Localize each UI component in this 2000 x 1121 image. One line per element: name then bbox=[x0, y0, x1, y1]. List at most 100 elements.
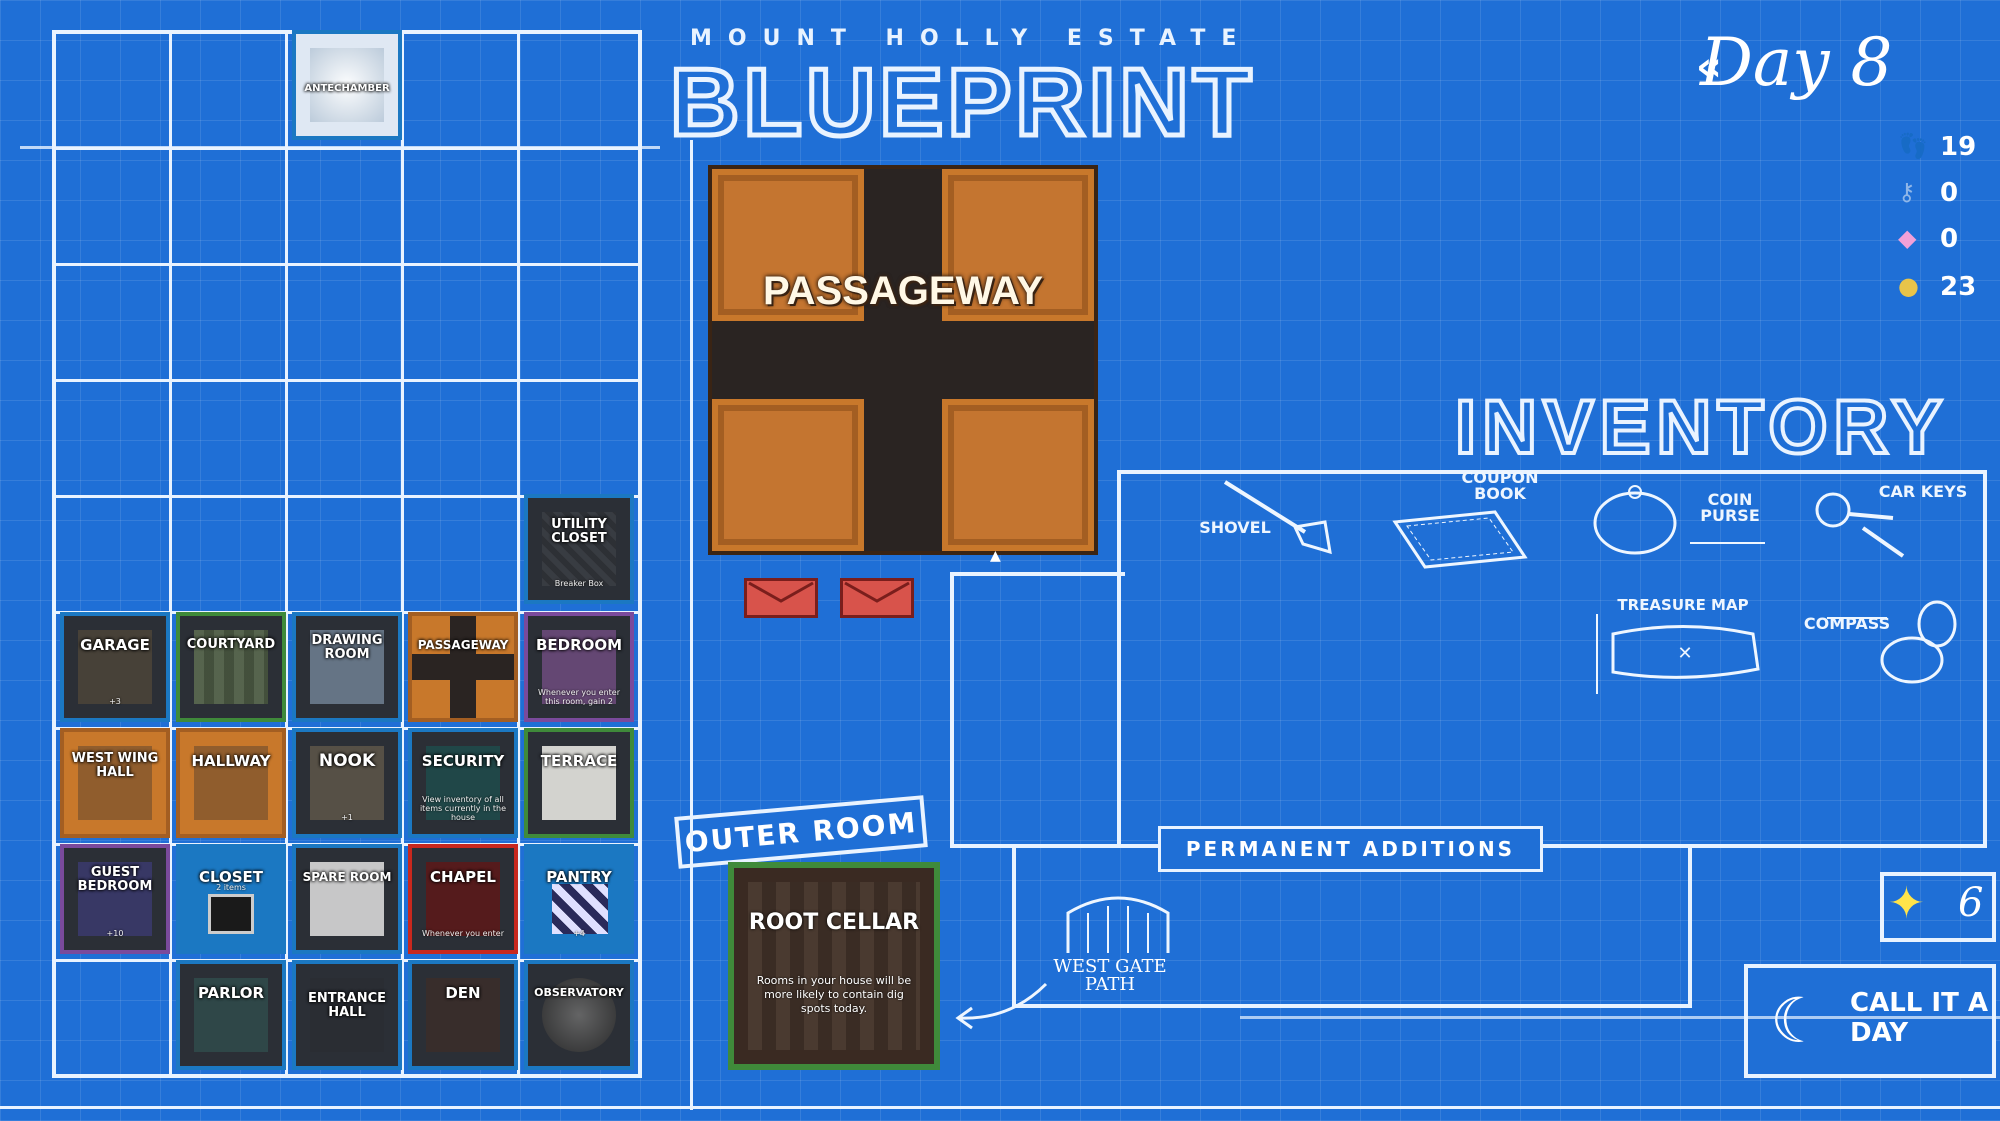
guide-line bbox=[1240, 1016, 2000, 1019]
footprints-icon: 👣 bbox=[1898, 132, 1928, 160]
envelope-icon[interactable] bbox=[744, 578, 818, 618]
room-entrance-hall[interactable]: ENTRANCE HALL bbox=[292, 960, 402, 1070]
room-passageway[interactable]: PASSAGEWAY bbox=[408, 612, 518, 722]
room-label: UTILITY CLOSET bbox=[551, 517, 607, 546]
moon-icon: ☾ bbox=[1770, 984, 1826, 1057]
room-courtyard[interactable]: COURTYARD bbox=[176, 612, 286, 722]
room-label: CLOSET bbox=[198, 868, 264, 886]
room-label: CHAPEL bbox=[430, 868, 496, 886]
selected-room-preview: PASSAGEWAY bbox=[708, 165, 1098, 555]
item-label: COIN PURSE bbox=[1700, 490, 1760, 525]
day-label: Day 8 bbox=[1700, 24, 1893, 101]
blueprint-title: BLUEPRINT bbox=[667, 47, 1256, 159]
room-label: DEN bbox=[445, 984, 481, 1002]
back-arrow-icon[interactable]: « bbox=[1696, 44, 1722, 90]
room-label: NOOK bbox=[318, 751, 376, 771]
star-icon: ✦ bbox=[1888, 878, 1925, 929]
room-garage[interactable]: GARAGE +3 bbox=[60, 612, 170, 722]
room-label: ANTECHAMBER bbox=[304, 83, 390, 94]
inventory-item-coupon-book[interactable]: COUPON BOOK bbox=[1380, 470, 1550, 572]
room-drawing-room[interactable]: DRAWING ROOM bbox=[292, 612, 402, 722]
room-antechamber[interactable]: ANTECHAMBER bbox=[292, 30, 402, 140]
gem-icon: ◆ bbox=[1898, 224, 1917, 252]
permanent-additions-label: PERMANENT ADDITIONS bbox=[1158, 826, 1543, 872]
item-label: TREASURE MAP bbox=[1617, 596, 1749, 614]
room-label: BEDROOM bbox=[535, 636, 623, 654]
car-keys-icon bbox=[1815, 492, 1905, 558]
room-label: PASSAGEWAY bbox=[417, 638, 509, 652]
room-hallway[interactable]: HALLWAY bbox=[176, 728, 286, 838]
estate-subtitle: MOUNT HOLLY ESTATE bbox=[690, 26, 1253, 51]
selected-room-label: PASSAGEWAY bbox=[762, 269, 1044, 313]
arrow-icon bbox=[950, 980, 1050, 1044]
room-root-cellar[interactable]: ROOT CELLAR Rooms in your house will be … bbox=[728, 862, 940, 1070]
permanent-additions-panel bbox=[1012, 848, 1692, 1008]
room-label: COURTYARD bbox=[186, 637, 276, 652]
resource-value: 19 bbox=[1940, 132, 1977, 162]
shovel-icon bbox=[1223, 480, 1332, 555]
room-sub: Whenever you enter bbox=[422, 929, 504, 938]
call-it-a-day-label: CALL IT A DAY bbox=[1850, 988, 1988, 1048]
room-label: PANTRY bbox=[546, 868, 612, 886]
room-utility-closet[interactable]: UTILITY CLOSET Breaker Box bbox=[524, 494, 634, 604]
west-gate-icon bbox=[1058, 888, 1178, 962]
room-label: TERRACE bbox=[540, 752, 618, 770]
room-nook[interactable]: NOOK +1 bbox=[292, 728, 402, 838]
room-label: OBSERVATORY bbox=[534, 986, 624, 999]
room-label: SPARE ROOM bbox=[302, 870, 392, 884]
room-label: ENTRANCE HALL bbox=[308, 991, 386, 1020]
svg-text:✕: ✕ bbox=[1677, 643, 1692, 664]
west-gate-label: WEST GATE PATH bbox=[1053, 956, 1167, 995]
inventory-item-coin-purse[interactable]: COIN PURSE bbox=[1585, 478, 1775, 558]
inventory-panel bbox=[1117, 470, 1987, 848]
room-observatory[interactable]: OBSERVATORY bbox=[524, 960, 634, 1070]
room-parlor[interactable]: PARLOR bbox=[176, 960, 286, 1070]
room-label: SECURITY bbox=[421, 752, 505, 770]
item-label: SHOVEL bbox=[1199, 518, 1271, 537]
room-guest-bedroom[interactable]: GUEST BEDROOM +10 bbox=[60, 844, 170, 954]
inventory-panel-extension bbox=[950, 572, 1125, 848]
room-terrace[interactable]: TERRACE bbox=[524, 728, 634, 838]
room-sub: View inventory of all items currently in… bbox=[419, 795, 507, 822]
room-spare-room[interactable]: SPARE ROOM bbox=[292, 844, 402, 954]
room-label: WEST WING HALL bbox=[71, 751, 159, 780]
resource-steps: 👣 19 bbox=[1898, 130, 1978, 166]
resource-value: 23 bbox=[1940, 272, 1977, 302]
room-chapel[interactable]: CHAPEL Whenever you enter bbox=[408, 844, 518, 954]
call-it-a-day-button[interactable]: ☾ CALL IT A DAY bbox=[1744, 964, 1996, 1078]
item-label: COMPASS bbox=[1803, 614, 1891, 633]
room-sub: +1 bbox=[341, 813, 353, 822]
resource-gems: ◆ 0 bbox=[1898, 222, 1978, 258]
inventory-item-car-keys[interactable]: CAR KEYS bbox=[1798, 478, 1978, 558]
room-label: HALLWAY bbox=[191, 752, 271, 770]
root-cellar-desc: Rooms in your house will be more likely … bbox=[756, 974, 912, 1015]
room-sub: Breaker Box bbox=[554, 579, 604, 588]
treasure-map-icon: ✕ bbox=[1596, 614, 1760, 694]
room-closet[interactable]: CLOSET 2 items bbox=[176, 844, 286, 954]
room-label: PARLOR bbox=[197, 984, 265, 1002]
stars-panel bbox=[1880, 872, 1996, 942]
room-sub: 2 items bbox=[216, 883, 246, 892]
room-security[interactable]: SECURITY View inventory of all items cur… bbox=[408, 728, 518, 838]
item-label: CAR KEYS bbox=[1878, 482, 1968, 501]
inventory-item-compass[interactable]: COMPASS bbox=[1792, 598, 1972, 688]
item-label: COUPON BOOK bbox=[1461, 468, 1539, 503]
coin-purse-icon bbox=[1593, 485, 1765, 555]
coins-icon: ● bbox=[1898, 272, 1919, 300]
room-bedroom[interactable]: BEDROOM Whenever you enter this room, ga… bbox=[524, 612, 634, 722]
coupon-book-icon bbox=[1392, 510, 1528, 569]
root-cellar-label: ROOT CELLAR bbox=[748, 910, 920, 935]
room-west-wing-hall[interactable]: WEST WING HALL bbox=[60, 728, 170, 838]
inventory-item-shovel[interactable]: SHOVEL bbox=[1180, 472, 1350, 555]
envelope-icon[interactable] bbox=[840, 578, 914, 618]
resource-value: 0 bbox=[1940, 178, 1959, 208]
room-pantry[interactable]: PANTRY +4 bbox=[524, 844, 634, 954]
room-den[interactable]: DEN bbox=[408, 960, 518, 1070]
outer-room-label: OUTER ROOM bbox=[674, 795, 928, 869]
room-sub: +3 bbox=[109, 697, 121, 706]
inventory-item-treasure-map[interactable]: TREASURE MAP ✕ bbox=[1588, 596, 1778, 694]
cursor-icon: ▲ bbox=[990, 548, 1001, 564]
compass-icon bbox=[1827, 600, 1957, 684]
room-sub: Whenever you enter this room, gain 2 bbox=[538, 688, 620, 706]
room-label: GUEST BEDROOM bbox=[77, 865, 153, 894]
